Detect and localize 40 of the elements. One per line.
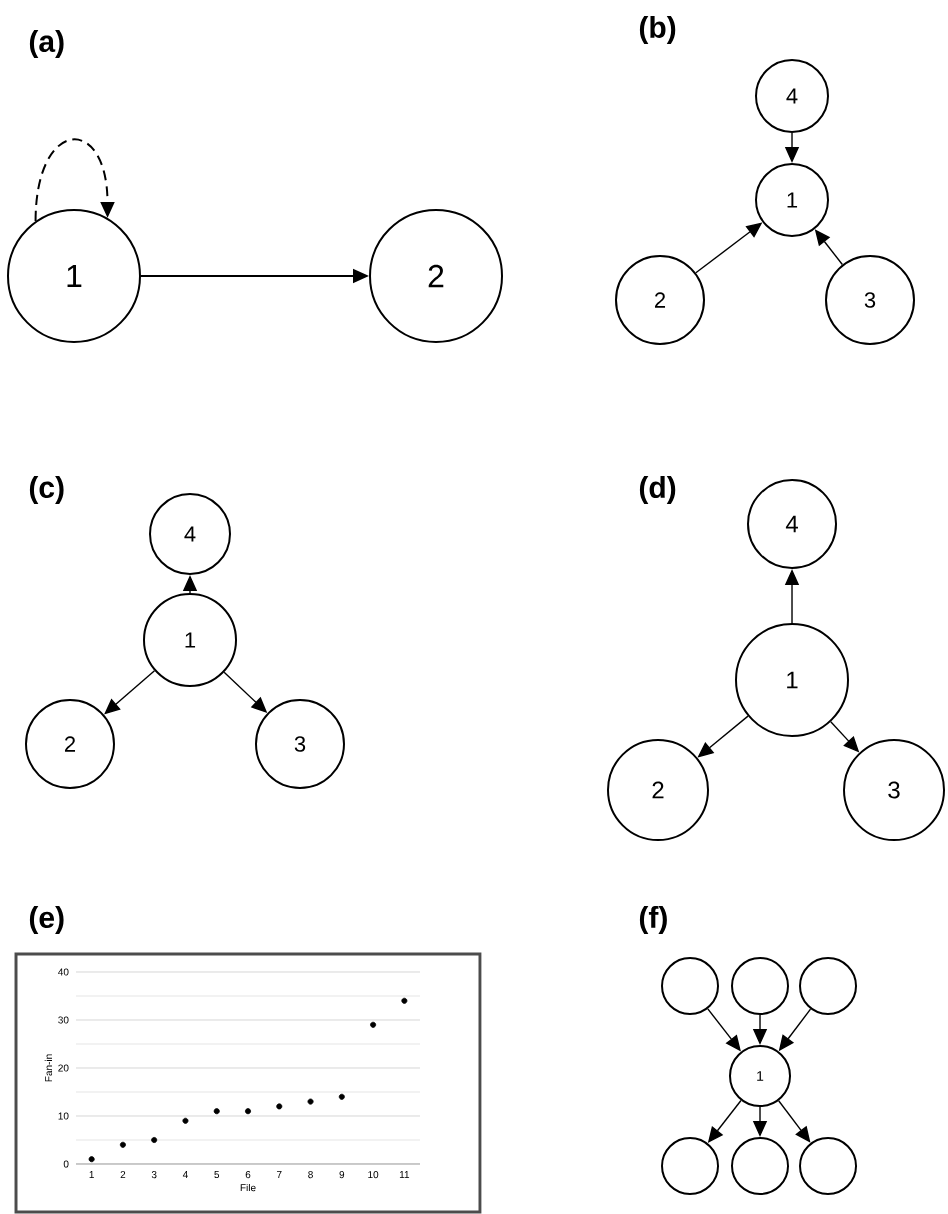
graph-node: 3 (843, 739, 945, 841)
point (88, 1156, 95, 1163)
point (245, 1108, 251, 1115)
arrow (778, 1100, 811, 1143)
graph-node (799, 957, 857, 1015)
graph-node: 4 (747, 479, 837, 569)
graph-node: 1 (755, 163, 829, 237)
panel-label: (f) (639, 906, 667, 934)
panel-label: (c) (29, 476, 64, 504)
graph-node (731, 1137, 789, 1195)
graph-node: 3 (825, 255, 915, 345)
point (307, 1098, 314, 1105)
panel-label: (e) (29, 906, 64, 934)
point (401, 997, 408, 1004)
graph-node: 4 (149, 493, 231, 575)
arrow (34, 138, 115, 223)
graph-node: 1 (143, 593, 237, 687)
graph-node: 2 (25, 699, 115, 789)
panel-label: (a) (29, 30, 64, 58)
point (119, 1141, 126, 1148)
graph-node: 1 (735, 623, 849, 737)
point (213, 1108, 220, 1115)
graph-node: 4 (755, 59, 829, 133)
point (151, 1137, 158, 1143)
graph-node: 2 (607, 739, 709, 841)
graph-node: 1 (7, 209, 141, 343)
graph-node: 2 (369, 209, 503, 343)
graph-node (661, 1137, 719, 1195)
graph-node: 2 (615, 255, 705, 345)
graph-node: 3 (255, 699, 345, 789)
graph-node (799, 1137, 857, 1195)
point (370, 1021, 377, 1028)
panel-label: (d) (639, 476, 676, 504)
graph-node (661, 957, 719, 1015)
point (338, 1093, 345, 1100)
arrow (104, 670, 156, 715)
point (182, 1117, 189, 1124)
point (276, 1103, 283, 1110)
panel-label: (b) (639, 16, 676, 44)
graph-node (731, 957, 789, 1015)
